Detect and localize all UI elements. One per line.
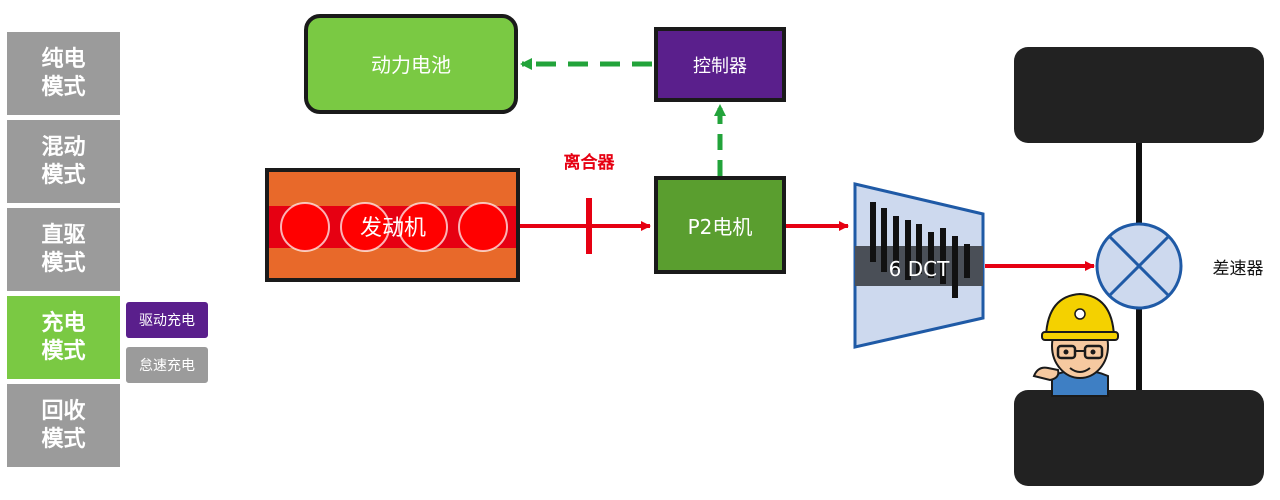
mode-button-hybrid[interactable]: 混动模式: [7, 120, 120, 203]
engine-cylinder: [398, 202, 448, 252]
submode-button-drive-charging[interactable]: 驱动充电: [126, 302, 208, 338]
controller-label: 控制器: [693, 56, 747, 77]
battery-label: 动力电池: [371, 53, 451, 77]
engine-cylinder: [458, 202, 508, 252]
differential-label: 差速器: [1213, 259, 1264, 279]
dct-label: 6 DCT: [889, 257, 950, 281]
engine-cylinder: [280, 202, 330, 252]
controller-block: 控制器: [654, 27, 786, 102]
engine-block: 发动机: [265, 168, 520, 282]
mode-button-pure-electric[interactable]: 纯电模式: [7, 32, 120, 115]
mode-menu: 纯电模式 混动模式 直驱模式 充电模式 回收模式: [7, 32, 120, 472]
mode-button-charging[interactable]: 充电模式: [7, 296, 120, 379]
battery-block: 动力电池: [304, 14, 518, 114]
dct-gear-bars: [870, 202, 970, 298]
wheel-bottom: [1014, 390, 1264, 486]
dct-block: 6 DCT: [853, 182, 985, 349]
mode-button-regeneration[interactable]: 回收模式: [7, 384, 120, 467]
engine-label: 发动机: [360, 216, 426, 241]
differential-symbol: [1095, 222, 1183, 310]
engineer-mascot-icon: [1032, 292, 1119, 397]
engine-cylinder: [340, 202, 390, 252]
motor-label: P2电机: [688, 215, 753, 239]
clutch-label: 离合器: [564, 152, 616, 173]
mode-button-direct-drive[interactable]: 直驱模式: [7, 208, 120, 291]
submode-button-idle-charging[interactable]: 怠速充电: [126, 347, 208, 383]
wheel-top: [1014, 47, 1264, 143]
motor-block: P2电机: [654, 176, 786, 274]
